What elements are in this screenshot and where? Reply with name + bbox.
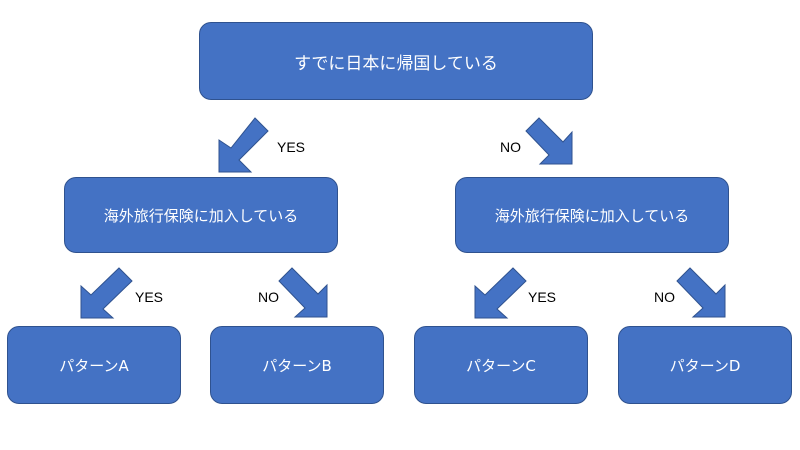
node-pattern-d: パターンD [618,326,792,404]
node-label: パターンD [669,356,741,375]
node-pattern-a: パターンA [7,326,181,404]
node-insured-yes-branch: 海外旅行保険に加入している [64,177,338,253]
node-label: パターンC [466,356,536,375]
edge-label-right-yes: YES [528,289,557,305]
node-label: パターンA [59,356,129,375]
node-label: パターンB [262,356,332,375]
edge-label-right-no: NO [654,289,675,305]
node-pattern-b: パターンB [210,326,384,404]
edge-label-left-no: NO [258,289,279,305]
arrow-root-yes [218,117,269,173]
arrow-right-no [676,267,726,318]
arrow-root-no [525,117,573,165]
node-insured-no-branch: 海外旅行保険に加入している [455,177,729,253]
node-label: 海外旅行保険に加入している [494,206,690,225]
edge-label-root-yes: YES [277,139,306,155]
node-pattern-c: パターンC [414,326,588,404]
edge-label-left-yes: YES [135,289,164,305]
node-returned-to-japan: すでに日本に帰国している [199,22,593,100]
node-label: すでに日本に帰国している [294,53,498,74]
arrow-left-no [278,267,328,318]
arrow-left-yes [80,267,133,319]
node-label: 海外旅行保険に加入している [103,206,299,225]
edge-label-root-no: NO [500,139,521,155]
arrow-right-yes [474,267,527,319]
